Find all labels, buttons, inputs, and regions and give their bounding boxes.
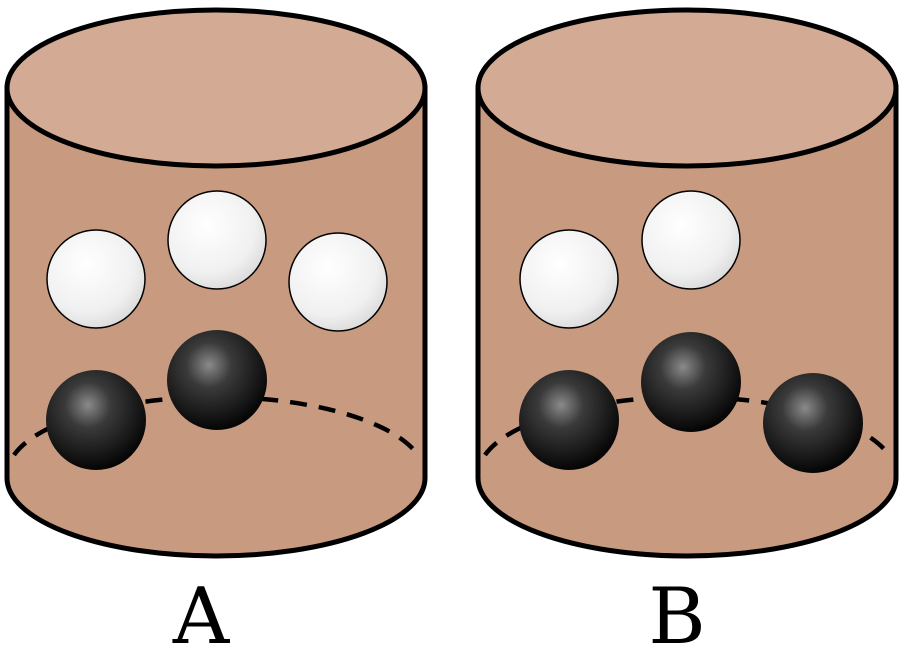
black-ball bbox=[46, 370, 146, 470]
jar-b-lid bbox=[475, 7, 899, 169]
black-ball bbox=[167, 330, 267, 430]
jar-a: A bbox=[4, 7, 428, 662]
white-ball bbox=[519, 229, 619, 329]
white-ball bbox=[641, 190, 741, 290]
jar-a-lid bbox=[4, 7, 428, 169]
white-ball bbox=[46, 229, 146, 329]
white-ball bbox=[167, 190, 267, 290]
jar-a-label: A bbox=[172, 572, 231, 662]
black-ball bbox=[641, 332, 741, 432]
black-ball bbox=[763, 373, 863, 473]
white-ball bbox=[288, 232, 388, 332]
black-ball bbox=[519, 370, 619, 470]
jar-b: B bbox=[475, 7, 899, 662]
jar-b-label: B bbox=[648, 572, 705, 662]
